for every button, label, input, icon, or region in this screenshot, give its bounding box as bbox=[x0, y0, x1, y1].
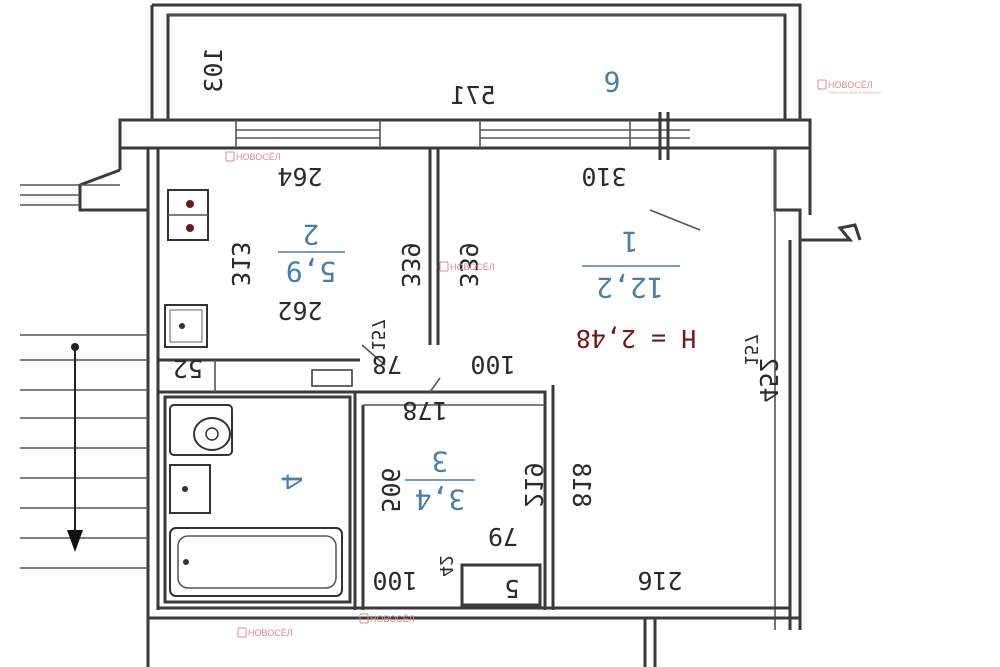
dim-264: 264 bbox=[277, 162, 322, 191]
page-margin bbox=[862, 0, 1000, 667]
dim-339-left: 339 bbox=[396, 242, 425, 287]
washbasin-fixture bbox=[169, 464, 211, 514]
watermark-brand: НОВОСЁЛ bbox=[450, 262, 495, 272]
stair-arrow-icon bbox=[67, 530, 83, 552]
logo-icon bbox=[225, 151, 235, 162]
dim-78: 78 bbox=[372, 350, 402, 379]
room-3-area: 3,4 bbox=[415, 483, 466, 516]
room-2-area: 5,9 bbox=[286, 255, 337, 288]
dim-178: 178 bbox=[402, 396, 447, 425]
watermark-4: НОВОСЁЛ bbox=[359, 613, 415, 624]
stairwell bbox=[20, 184, 148, 569]
room-3-number: 3 bbox=[432, 445, 449, 478]
dim-818: 818 bbox=[567, 462, 596, 507]
room-1-area: 12,2 bbox=[596, 271, 663, 304]
toilet-fixture bbox=[169, 404, 233, 456]
watermark-3: НОВОСЁЛ РИЕЛТОРСКАЯ КОМПАНИЯ bbox=[817, 79, 882, 95]
dim-313: 313 bbox=[226, 241, 255, 286]
dim-42: 42 bbox=[435, 555, 456, 577]
ceiling-height: H = 2,48 bbox=[576, 324, 696, 353]
dim-79: 79 bbox=[488, 522, 518, 551]
room-1-number: 1 bbox=[622, 225, 639, 258]
logo-icon bbox=[359, 613, 369, 624]
dim-157-right: 157 bbox=[740, 334, 761, 367]
dim-339-right: 339 bbox=[454, 242, 483, 287]
dim-52: 52 bbox=[173, 354, 203, 383]
outer-walls bbox=[78, 112, 862, 667]
logo-icon bbox=[439, 261, 449, 272]
burner-icon bbox=[186, 200, 194, 208]
labels: 103 571 6 264 310 313 2 5,9 262 339 bbox=[173, 47, 783, 603]
kitchen-sink bbox=[164, 304, 208, 348]
watermark-2: НОВОСЁЛ bbox=[439, 261, 495, 272]
burner-icon bbox=[186, 224, 194, 232]
watermark-brand: НОВОСЁЛ bbox=[248, 628, 293, 638]
dim-157: 157 bbox=[367, 319, 388, 352]
dim-100-top: 100 bbox=[470, 350, 515, 379]
bathtub-fixture bbox=[169, 527, 343, 597]
room-4-number: 4 bbox=[275, 474, 308, 491]
dim-506: 506 bbox=[376, 467, 405, 512]
dim-100-bottom: 100 bbox=[372, 566, 417, 595]
dim-219: 219 bbox=[519, 462, 548, 507]
dim-452: 452 bbox=[754, 357, 783, 402]
logo-icon bbox=[817, 79, 827, 90]
room-5-number: 5 bbox=[504, 574, 519, 603]
kitchen-stove bbox=[167, 189, 209, 241]
watermark-brand: НОВОСЁЛ bbox=[370, 614, 415, 624]
watermark-brand: НОВОСЁЛ bbox=[828, 80, 873, 90]
dim-262: 262 bbox=[277, 296, 322, 325]
dim-571: 571 bbox=[450, 81, 495, 110]
watermark-brand: НОВОСЁЛ bbox=[236, 152, 281, 162]
interior-walls bbox=[158, 148, 701, 610]
room-2-number: 2 bbox=[303, 218, 320, 251]
dim-216: 216 bbox=[637, 566, 682, 595]
dim-310: 310 bbox=[581, 162, 626, 191]
watermark-5: НОВОСЁЛ bbox=[237, 627, 293, 638]
watermark-1: НОВОСЁЛ bbox=[225, 151, 281, 162]
logo-icon bbox=[237, 627, 247, 638]
watermark-sub: РИЕЛТОРСКАЯ КОМПАНИЯ bbox=[828, 90, 882, 95]
dim-103: 103 bbox=[199, 47, 228, 92]
room-6-number: 6 bbox=[604, 65, 621, 98]
